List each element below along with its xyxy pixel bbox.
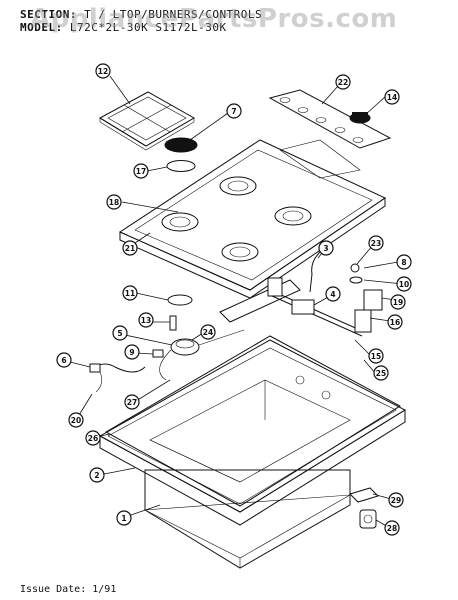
callout-24: 24 [200, 324, 216, 340]
small-bracket-and-valve [349, 487, 379, 529]
callout-13-label: 13 [141, 316, 151, 325]
section-row: SECTION: T / LTOP/BURNERS/CONTROLS [20, 8, 440, 21]
callout-15-label: 15 [371, 352, 381, 361]
callout-1: 1 [116, 510, 132, 526]
callout-6-label: 6 [61, 356, 66, 365]
callout-20-label: 20 [71, 416, 81, 425]
callout-16: 16 [387, 314, 403, 330]
model-value: L72C*2L-30K S1172L-30K [69, 21, 227, 34]
callout-10: 10 [396, 276, 412, 292]
callout-3-label: 3 [323, 244, 328, 253]
callout-17-label: 17 [136, 167, 146, 176]
callout-22-label: 22 [338, 78, 348, 87]
callout-22: 22 [335, 74, 351, 90]
callout-9-label: 9 [129, 348, 134, 357]
section-value: T / LTOP/BURNERS/CONTROLS [84, 8, 263, 21]
callout-9: 9 [124, 344, 140, 360]
callout-2: 2 [89, 467, 105, 483]
callout-10-label: 10 [399, 280, 409, 289]
seal-ring-upper [166, 160, 196, 172]
callout-18: 18 [106, 194, 122, 210]
small-parts [89, 315, 177, 393]
callout-5-label: 5 [117, 329, 122, 338]
callout-12-label: 12 [98, 67, 108, 76]
callout-29-label: 29 [391, 496, 401, 505]
control-panel-strip [268, 89, 392, 149]
callout-2-label: 2 [94, 471, 99, 480]
control-knob [349, 112, 371, 124]
callout-18-label: 18 [109, 198, 119, 207]
base-box [143, 469, 351, 569]
callout-29: 29 [388, 492, 404, 508]
callout-11-label: 11 [125, 289, 135, 298]
callout-14: 14 [384, 89, 400, 105]
callout-20: 20 [68, 412, 84, 428]
callout-19: 19 [390, 294, 406, 310]
callout-7-label: 7 [231, 107, 236, 116]
callout-11: 11 [122, 285, 138, 301]
callout-25: 25 [373, 365, 389, 381]
callout-12: 12 [95, 63, 111, 79]
burner-grate [98, 91, 196, 151]
callout-13: 13 [138, 312, 154, 328]
issue-date-value: 1/91 [92, 584, 117, 595]
callout-28-label: 28 [387, 524, 397, 533]
callout-15: 15 [368, 348, 384, 364]
callout-6: 6 [56, 352, 72, 368]
callout-14-label: 14 [387, 93, 397, 102]
callout-25-label: 25 [376, 369, 386, 378]
callout-4: 4 [325, 286, 341, 302]
callout-24-label: 24 [203, 328, 213, 337]
seal-ring-lower [167, 294, 193, 306]
callout-27-label: 27 [127, 398, 137, 407]
callout-8: 8 [396, 254, 412, 270]
model-row: MODEL: L72C*2L-30K S1172L-30K [20, 21, 440, 34]
callout-21: 21 [122, 240, 138, 256]
callout-7: 7 [226, 103, 242, 119]
callout-5: 5 [112, 325, 128, 341]
callout-26-label: 26 [88, 434, 98, 443]
callout-4-label: 4 [330, 290, 335, 299]
igniter-module [159, 329, 245, 381]
manifold-assembly [219, 251, 383, 337]
callout-1-label: 1 [121, 514, 126, 523]
callout-23-label: 23 [371, 239, 381, 248]
burner-cap [164, 137, 198, 153]
callout-8-label: 8 [401, 258, 406, 267]
callout-17: 17 [133, 163, 149, 179]
cooktop-top [118, 139, 387, 299]
diagram-header: SECTION: T / LTOP/BURNERS/CONTROLS MODEL… [20, 8, 440, 34]
model-label: MODEL: [20, 21, 63, 34]
issue-date: Issue Date: 1/91 [20, 584, 116, 595]
callout-21-label: 21 [125, 244, 135, 253]
section-label: SECTION: [20, 8, 77, 21]
callout-26: 26 [85, 430, 101, 446]
callout-28: 28 [384, 520, 400, 536]
issue-date-label: Issue Date: [20, 584, 87, 595]
gasket [104, 335, 401, 507]
callout-23: 23 [368, 235, 384, 251]
callout-27: 27 [124, 394, 140, 410]
callout-19-label: 19 [393, 298, 403, 307]
callout-3: 3 [318, 240, 334, 256]
callout-16-label: 16 [390, 318, 400, 327]
